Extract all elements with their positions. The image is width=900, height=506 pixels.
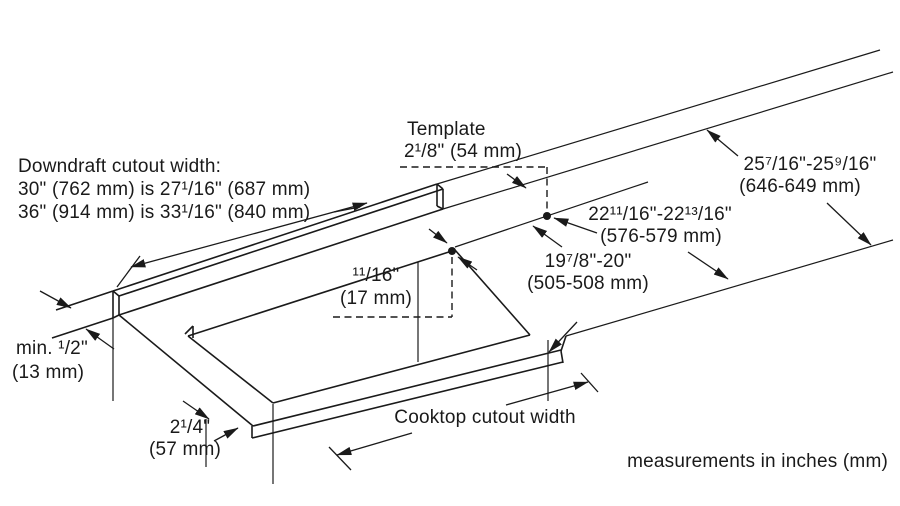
back-depth-inches: 22¹¹/16"-22¹³/16" bbox=[588, 204, 732, 225]
gap-reference-dot bbox=[448, 247, 456, 255]
gap-mm: (17 mm) bbox=[339, 288, 413, 309]
cooktop-cutout-width-label: Cooktop cutout width bbox=[394, 407, 576, 428]
dashed-leaders bbox=[333, 166, 548, 318]
gap-inches: ¹¹/16" bbox=[352, 265, 400, 286]
downdraft-width-title: Downdraft cutout width: bbox=[18, 156, 222, 177]
cutout-depth-inches: 19⁷/8"-20" bbox=[544, 251, 632, 272]
extension-lines-back bbox=[436, 49, 894, 337]
downdraft-width-30: 30" (762 mm) is 27¹/16" (687 mm) bbox=[18, 179, 311, 200]
template-point-dot bbox=[543, 212, 551, 220]
vertical-extension-lines bbox=[112, 262, 549, 484]
units-footer: measurements in inches (mm) bbox=[627, 451, 888, 472]
template-label: Template bbox=[407, 119, 486, 140]
min-edge-mm: (13 mm) bbox=[12, 362, 85, 383]
overall-depth-mm: (646-649 mm) bbox=[739, 176, 861, 197]
front-edge-lines bbox=[251, 335, 567, 439]
front-strip-mm: (57 mm) bbox=[148, 439, 222, 460]
template-dimension: 2¹/8" (54 mm) bbox=[404, 141, 523, 162]
front-strip-inches: 2¹/4" bbox=[169, 417, 211, 438]
back-depth-mm: (576-579 mm) bbox=[600, 226, 722, 247]
downdraft-width-36: 36" (914 mm) is 33¹/16" (840 mm) bbox=[18, 202, 311, 223]
cutout-depth-mm: (505-508 mm) bbox=[527, 273, 649, 294]
overall-depth-inches: 25⁷/16"-25⁹/16" bbox=[743, 154, 877, 175]
min-edge-inches: min. ¹/2" bbox=[16, 338, 88, 359]
dimension-arrows bbox=[39, 129, 872, 471]
